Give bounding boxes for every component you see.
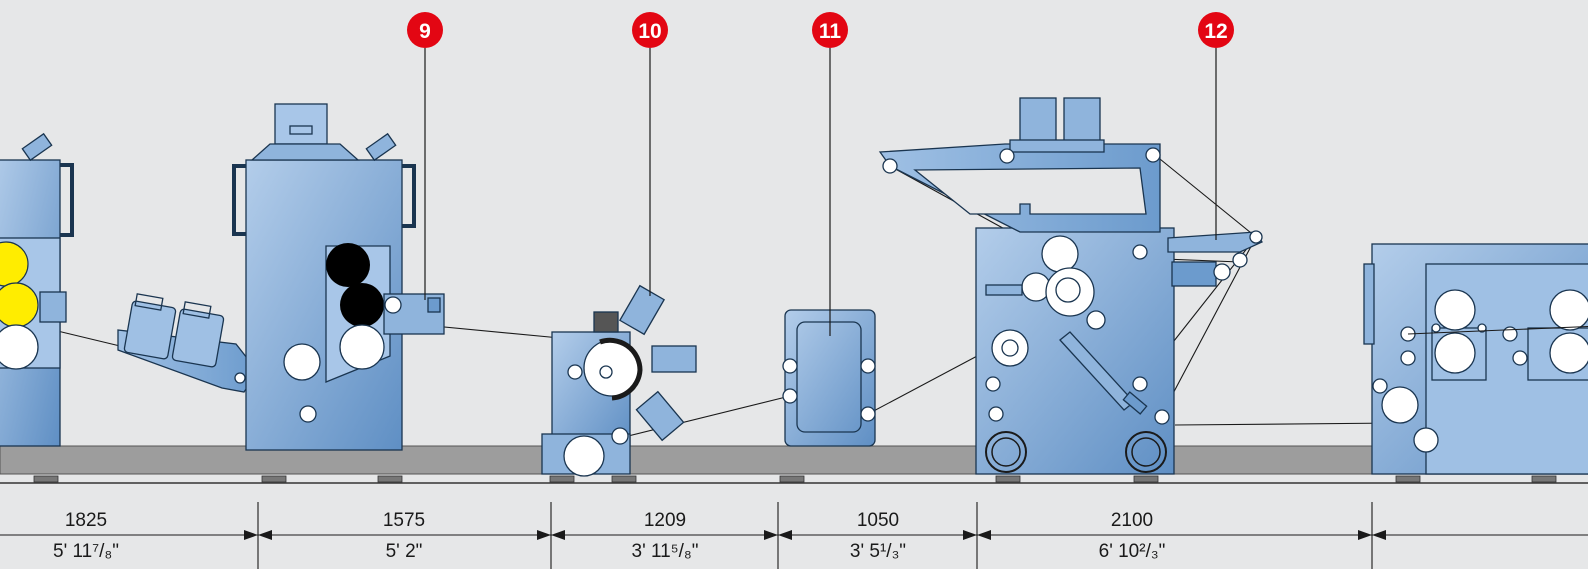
dimension-1575-mm: 1575 <box>383 510 425 531</box>
callout-12: 12 <box>1198 12 1234 240</box>
dimension-1575: 1575 5' 2" <box>383 510 425 562</box>
rotary-die-cutting-unit <box>541 284 697 477</box>
yellow-ink-roller-bottom <box>0 282 39 328</box>
callout-11: 11 <box>812 12 848 336</box>
dimension-1050-imperial: 3' 5¹/₃" <box>850 541 906 562</box>
callout-10: 10 <box>632 12 668 296</box>
dimension-2100-mm: 2100 <box>1111 510 1153 531</box>
dimension-1575-imperial: 5' 2" <box>386 541 423 562</box>
callout-9: 9 <box>407 12 443 300</box>
web-path <box>19 154 1399 439</box>
web-inspection-unit <box>782 309 876 447</box>
dimension-2100: 2100 6' 10²/₃" <box>1099 510 1166 562</box>
black-ink-roller-top <box>326 243 370 287</box>
dimension-1825: 1825 5' 11⁷/₈" <box>53 510 119 562</box>
dimension-1209-mm: 1209 <box>644 510 686 531</box>
callout-9-label: 9 <box>419 20 431 43</box>
uv-dryer-heads <box>117 293 265 393</box>
dimension-1209: 1209 3' 11⁵/₈" <box>632 510 699 562</box>
dimension-2100-imperial: 6' 10²/₃" <box>1099 541 1166 562</box>
dimension-bar: 1825 5' 11⁷/₈" 1575 5' 2" 1209 3' 11⁵/₈"… <box>0 502 1588 569</box>
base-rail <box>0 445 1588 484</box>
lamination-unit <box>878 97 1263 475</box>
dimension-1825-mm: 1825 <box>65 510 107 531</box>
dimension-1209-imperial: 3' 11⁵/₈" <box>632 541 699 562</box>
dimension-1825-imperial: 5' 11⁷/₈" <box>53 541 119 562</box>
printing-unit-black <box>232 103 445 451</box>
printing-unit-left <box>0 132 74 447</box>
dimension-1050: 1050 3' 5¹/₃" <box>850 510 906 562</box>
black-ink-roller-bottom <box>340 283 384 327</box>
dimension-1050-mm: 1050 <box>857 510 899 531</box>
callout-12-label: 12 <box>1204 20 1227 43</box>
rewind-unit-right <box>1363 243 1588 475</box>
callout-11-label: 11 <box>819 20 842 43</box>
callout-10-label: 10 <box>638 20 661 43</box>
